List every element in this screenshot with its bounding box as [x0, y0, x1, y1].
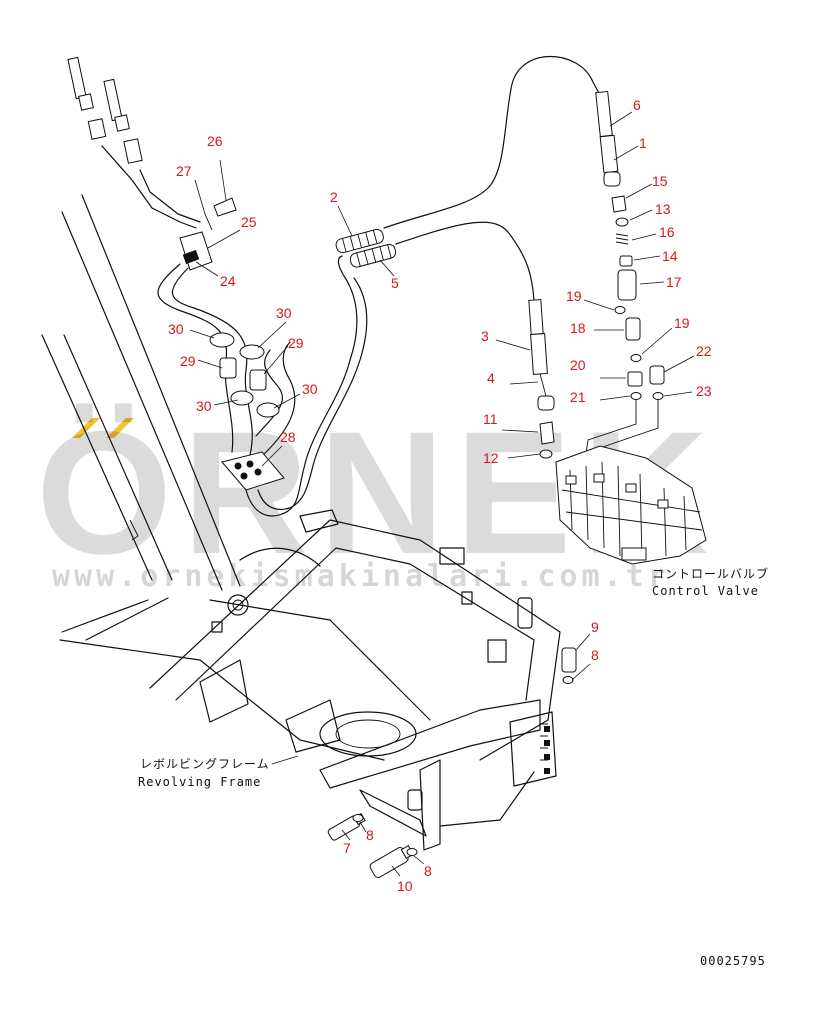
- callout-19-b: 19: [674, 315, 690, 331]
- callout-24: 24: [220, 273, 236, 289]
- callout-8-c: 8: [424, 863, 432, 879]
- control-valve: [555, 445, 707, 565]
- fittings-stack: [539, 195, 665, 461]
- callout-14: 14: [662, 248, 678, 264]
- revolving-frame-label-en: Revolving Frame: [138, 775, 261, 789]
- callout-13: 13: [655, 201, 671, 217]
- callout-15: 15: [652, 173, 668, 189]
- callout-5: 5: [391, 275, 399, 291]
- control-valve-label-en: Control Valve: [652, 584, 759, 598]
- watermark-accent-right: [106, 418, 134, 438]
- callout-12: 12: [483, 450, 499, 466]
- callout-17: 17: [666, 274, 682, 290]
- callout-4: 4: [487, 370, 495, 386]
- pressure-sensors: [327, 647, 577, 878]
- callout-30-c: 30: [302, 381, 318, 397]
- callout-22: 22: [696, 343, 712, 359]
- lever-rods: [67, 56, 201, 229]
- hose-joints: [209, 332, 280, 418]
- callout-8-a: 8: [591, 647, 599, 663]
- callout-28: 28: [280, 429, 296, 445]
- callout-20: 20: [570, 357, 586, 373]
- callout-2: 2: [330, 189, 338, 205]
- drawing-number: 00025795: [700, 954, 766, 968]
- callout-21: 21: [570, 389, 586, 405]
- watermark-accent-left: [72, 418, 100, 438]
- callouts: 26 27 25 24 30 30 29 29 30 30 28 2 5 6 1…: [168, 97, 712, 894]
- callout-26: 26: [207, 133, 223, 149]
- leader-lines: [189, 111, 695, 877]
- callout-7: 7: [343, 840, 351, 856]
- callout-8-b: 8: [366, 827, 374, 843]
- callout-27: 27: [176, 163, 192, 179]
- pilot-valve-block: [221, 255, 368, 517]
- callout-6: 6: [633, 97, 641, 113]
- callout-10: 10: [397, 878, 413, 894]
- revolving-frame-leader: [271, 755, 299, 765]
- pilot-hoses-left: [157, 263, 296, 457]
- callout-16: 16: [659, 224, 675, 240]
- callout-30-a: 30: [276, 305, 292, 321]
- revolving-frame: [59, 509, 561, 851]
- callout-1: 1: [639, 135, 647, 151]
- callout-29-a: 29: [288, 335, 304, 351]
- callout-29-b: 29: [180, 353, 196, 369]
- callout-25: 25: [241, 214, 257, 230]
- long-hose: [335, 55, 621, 411]
- control-valve-label-jp: コントロールバルブ: [652, 566, 769, 581]
- control-stand: [41, 194, 241, 641]
- callout-11: 11: [483, 411, 498, 427]
- callout-3: 3: [481, 328, 489, 344]
- assembly-labels: コントロールバルブ Control Valve レボルビングフレーム Revol…: [138, 566, 769, 968]
- callout-30-d: 30: [196, 398, 212, 414]
- callout-23: 23: [696, 383, 712, 399]
- callout-19-a: 19: [566, 288, 582, 304]
- watermark-url: www.ornekismakinalari.com.tr: [52, 559, 670, 594]
- callout-9: 9: [591, 619, 599, 635]
- callout-30-b: 30: [168, 321, 184, 337]
- pivot-bracket: [179, 197, 237, 271]
- callout-18: 18: [570, 320, 586, 336]
- revolving-frame-label-jp: レボルビングフレーム: [140, 757, 270, 771]
